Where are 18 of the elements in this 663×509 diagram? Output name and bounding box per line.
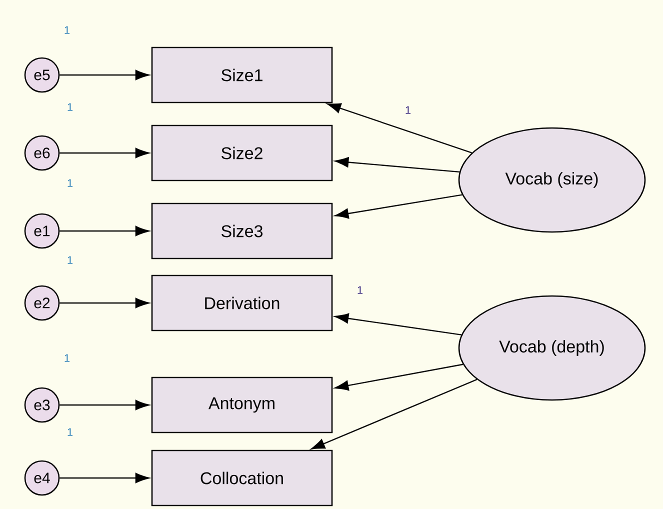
arrow [60,226,150,236]
observed-variable-box: Antonym [151,376,333,434]
arrow [334,157,460,173]
arrow [60,70,150,80]
observed-variable-box: Collocation [151,450,333,506]
arrow [334,194,462,219]
observed-variable-box: Derivation [151,274,333,332]
observed-variable-box: Size2 [151,124,333,182]
arrow [310,378,478,450]
arrow [60,472,150,484]
arrow [60,400,150,410]
arrow [334,364,464,391]
observed-variable-box: Size1 [151,46,333,104]
arrow [327,103,472,154]
arrow [60,298,150,308]
observed-variable-box: Size3 [151,202,333,260]
arrow [334,313,462,336]
arrow [60,148,150,158]
